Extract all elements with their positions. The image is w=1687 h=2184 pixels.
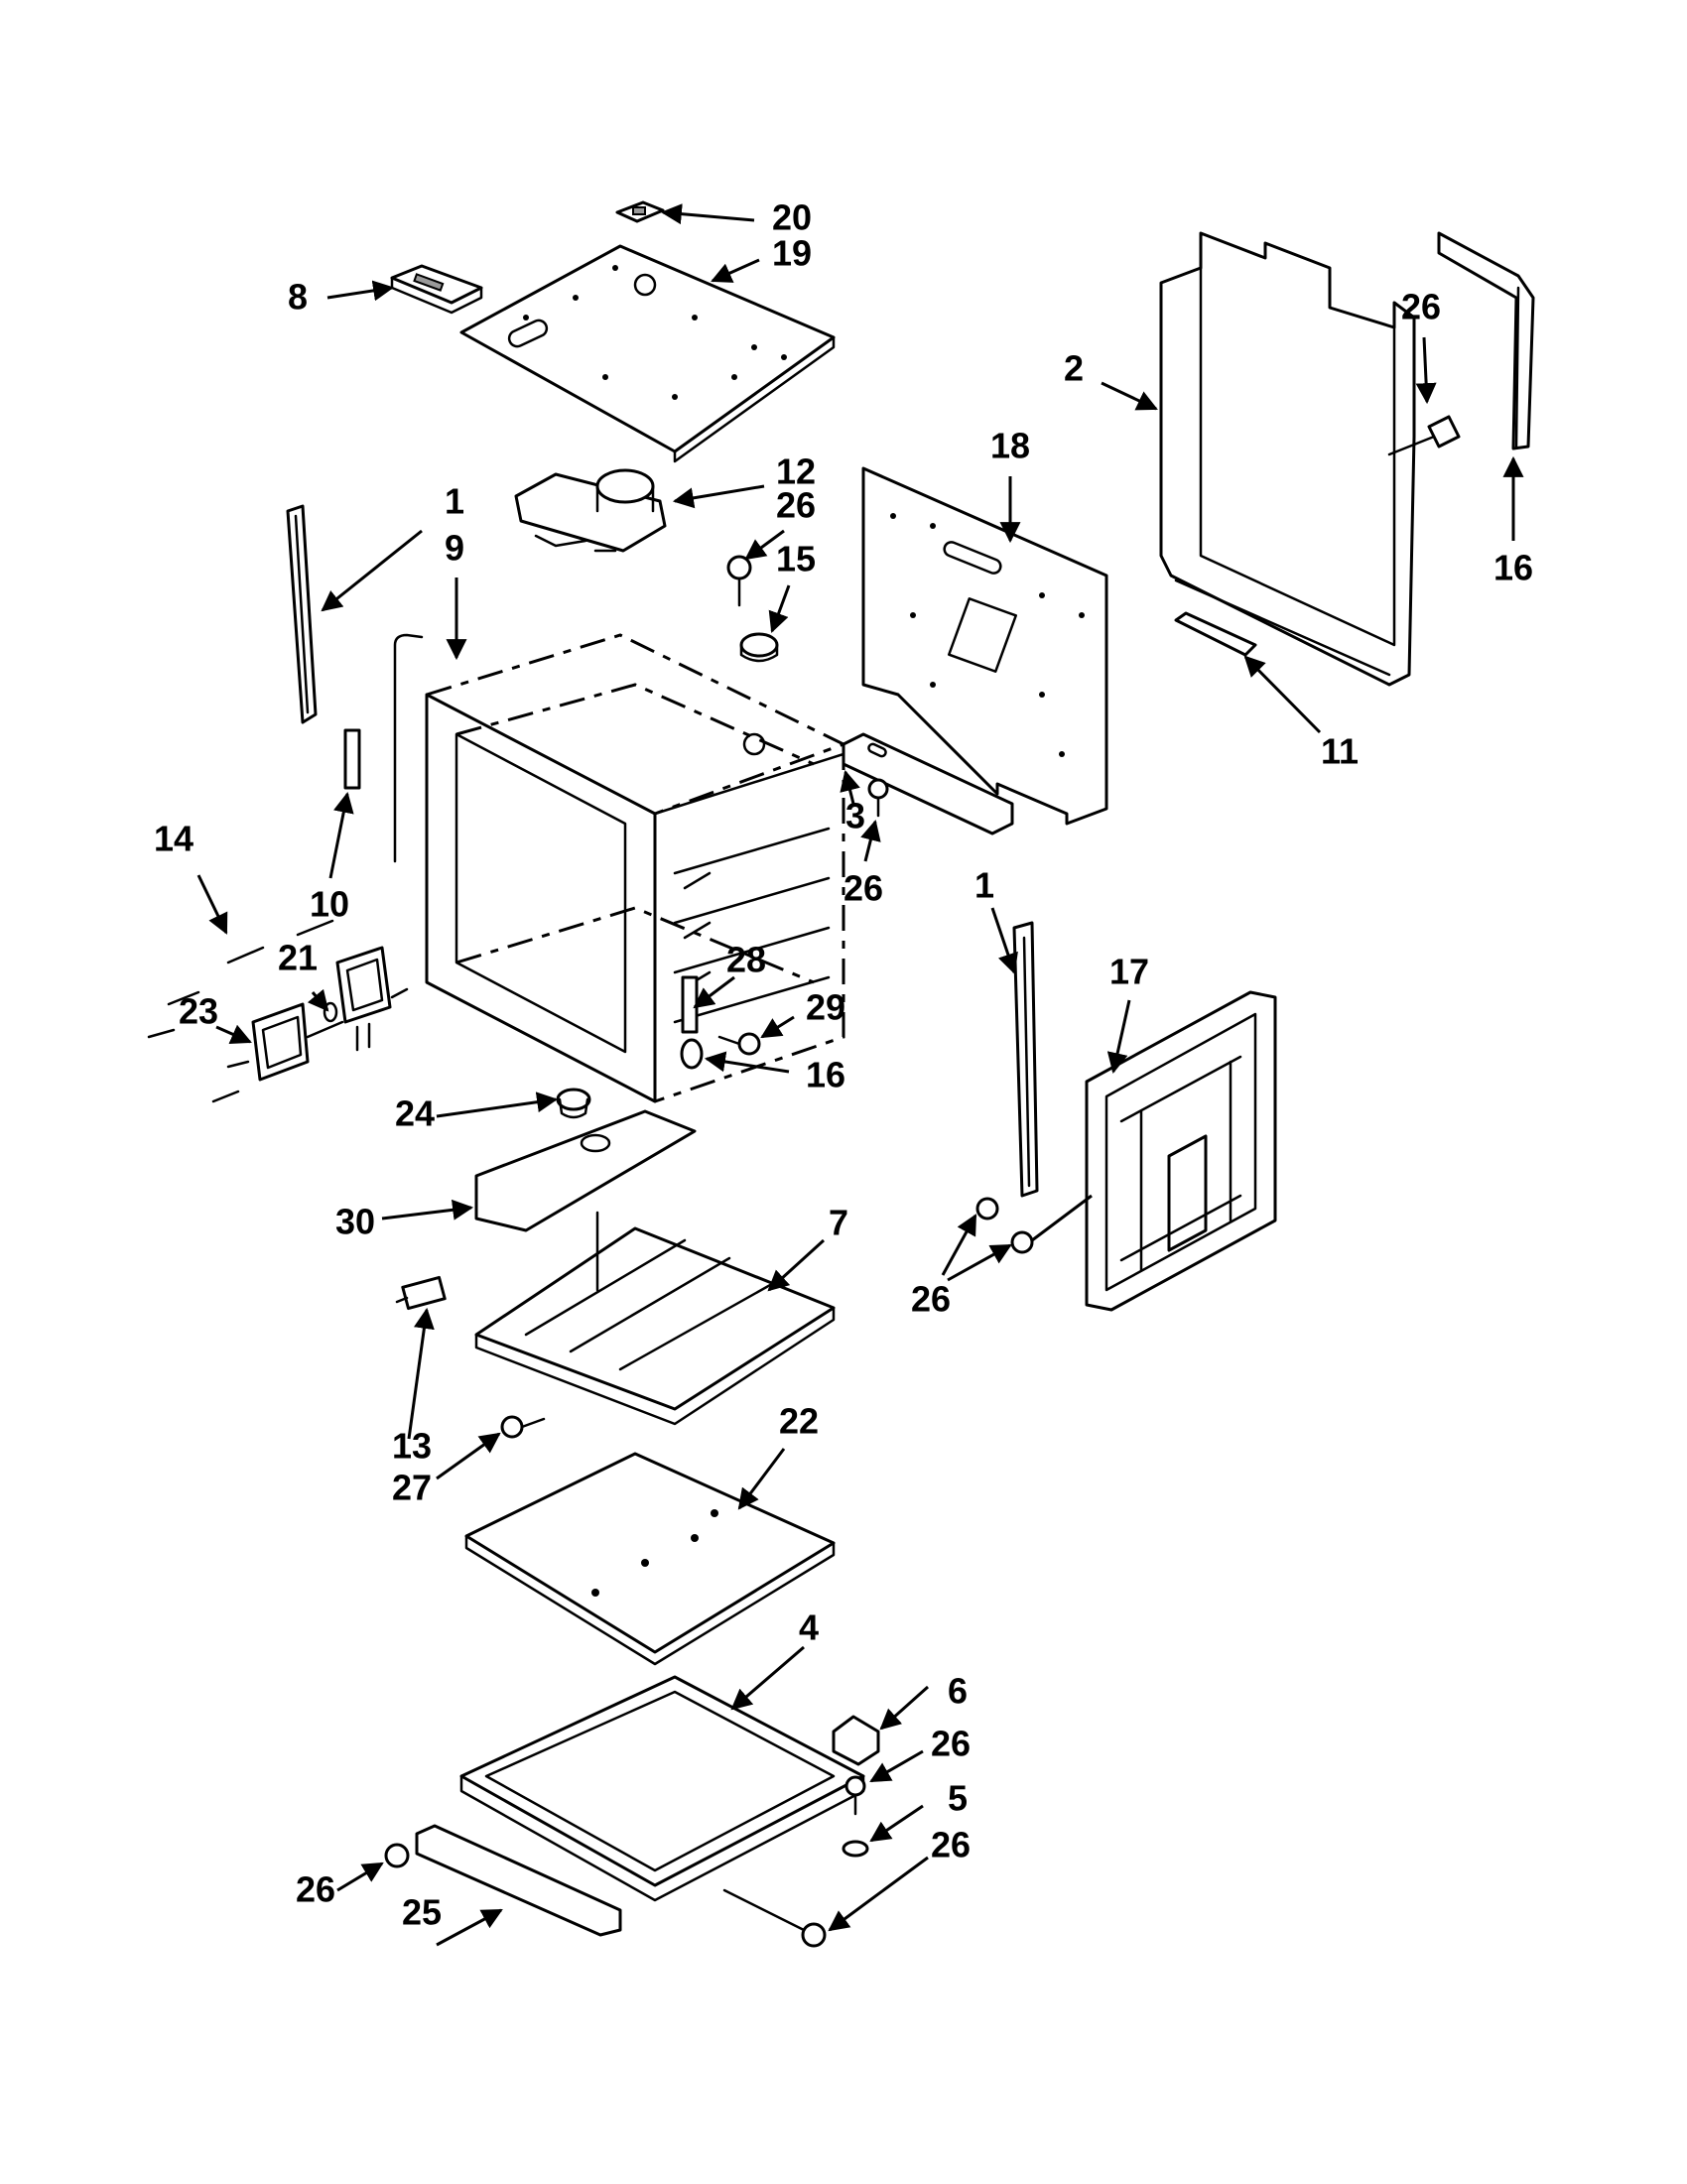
part-20-vent-cap (615, 200, 665, 223)
callout-2: 2 (1064, 348, 1084, 389)
part-5-washer (842, 1840, 869, 1858)
part-1-side-trim-left (286, 504, 318, 724)
part-18-back-panel (861, 466, 1108, 826)
callout-3: 3 (845, 796, 865, 836)
part-26-bolt-rail (867, 778, 889, 818)
callout-4: 4 (799, 1607, 819, 1648)
part-4-base-frame (459, 1675, 865, 1902)
callout-11: 11 (1321, 731, 1359, 772)
part-26-bolt-wrapper (1387, 415, 1461, 456)
part-19-top-panel (459, 244, 836, 463)
callout-5: 5 (948, 1778, 968, 1819)
callout-1: 1 (445, 481, 464, 522)
callout-26: 26 (296, 1869, 335, 1910)
part-1-side-trim-right (1012, 921, 1039, 1198)
callout-14: 14 (154, 819, 194, 859)
leader-lines (196, 203, 1524, 1947)
callout-6: 6 (948, 1671, 968, 1712)
callout-21: 21 (278, 938, 318, 978)
callout-12: 12 (776, 451, 816, 492)
callout-9: 9 (445, 528, 464, 569)
part-29-bolt (717, 1032, 761, 1056)
part-9-seal (393, 633, 424, 863)
part-3-rail (842, 732, 1014, 835)
part-14-23-21-control-group (147, 919, 409, 1103)
part-26-bolt-base-right (722, 1888, 827, 1948)
callout-27: 27 (392, 1468, 432, 1508)
callout-1: 1 (974, 865, 994, 906)
callout-8: 8 (288, 277, 308, 318)
part-15-thermostat (739, 632, 779, 663)
part-8-bracket (390, 264, 483, 315)
callout-16: 16 (806, 1055, 845, 1095)
callout-30: 30 (335, 1202, 375, 1242)
part-26-bolt-rail-left (384, 1843, 410, 1868)
part-25-front-rail (415, 1824, 622, 1937)
part-17-door-frame (1085, 990, 1277, 1312)
callout-15: 15 (776, 539, 816, 579)
callout-22: 22 (779, 1401, 819, 1442)
oven-cavity (425, 633, 847, 1103)
part-26-bolt-base (844, 1775, 866, 1816)
part-16-trim-strip-right (1437, 231, 1535, 450)
callout-25: 25 (402, 1892, 442, 1933)
part-12-motor-assembly (514, 468, 667, 553)
part-28-sensor (681, 975, 699, 1034)
part-16-plug (680, 1038, 704, 1070)
part-7-bottom-panel (474, 1211, 836, 1426)
part-10-clip (343, 728, 361, 790)
callout-26: 26 (776, 485, 816, 526)
callout-20: 20 (772, 197, 812, 238)
part-11-bracket (1174, 611, 1257, 657)
part-30-deflector (474, 1109, 697, 1232)
part-26-bolt-upper (726, 555, 752, 607)
callout-26: 26 (844, 868, 883, 909)
callout-17: 17 (1109, 952, 1149, 992)
part-26-bolt-frame-a (975, 1197, 999, 1220)
callout-10: 10 (310, 884, 349, 925)
callout-13: 13 (392, 1426, 432, 1467)
callout-26: 26 (931, 1825, 971, 1865)
part-13-switch (395, 1275, 447, 1311)
callout-26: 26 (1401, 287, 1441, 327)
callout-numbers: 20 19 8 26 2 18 12 26 15 1 9 16 11 3 26 … (154, 197, 1533, 1933)
part-22-insulation-panel (464, 1452, 836, 1666)
part-26-bolt-frame-b (1010, 1230, 1034, 1254)
callout-28: 28 (726, 940, 766, 980)
callout-24: 24 (395, 1093, 435, 1134)
callout-16: 16 (1493, 548, 1533, 588)
callout-19: 19 (772, 233, 812, 274)
part-24-light-socket (556, 1088, 591, 1119)
part-27-bolt (500, 1415, 546, 1439)
callout-26: 26 (931, 1724, 971, 1764)
callout-29: 29 (806, 987, 845, 1028)
callout-7: 7 (829, 1203, 848, 1243)
callout-26: 26 (911, 1279, 951, 1320)
callout-23: 23 (179, 991, 218, 1032)
part-6-bracket (832, 1715, 880, 1766)
callout-18: 18 (990, 426, 1030, 466)
part-2-wrapper (1159, 231, 1416, 687)
